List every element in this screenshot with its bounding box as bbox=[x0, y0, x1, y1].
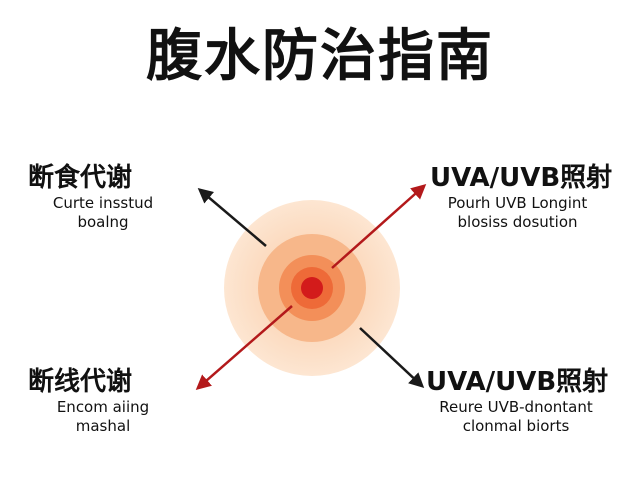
label-top-right-desc-2: blosiss dosution bbox=[457, 213, 578, 231]
label-top-left-desc-2: boalng bbox=[77, 213, 129, 231]
label-bottom-right-heading: UVA/UVB照射 bbox=[426, 367, 609, 397]
label-bottom-right-desc-2: clonmal biorts bbox=[462, 417, 570, 435]
label-bottom-left-heading: 断线代谢 bbox=[28, 367, 133, 397]
arrow-bottom-right bbox=[359, 327, 425, 389]
label-bottom-left-desc-1: Encom aiing bbox=[56, 398, 150, 416]
page-title: 腹水防治指南 bbox=[146, 24, 494, 89]
center-dot bbox=[301, 277, 323, 299]
label-bottom-right-desc-1: Reure UVB-dnontant bbox=[439, 398, 593, 416]
label-top-right-heading: UVA/UVB照射 bbox=[430, 163, 613, 193]
label-top-left-desc-1: Curte insstud bbox=[52, 194, 154, 212]
label-bottom-right: UVA/UVB照射 Reure UVB-dnontant clonmal bio… bbox=[426, 366, 630, 436]
arrow-top-right bbox=[331, 184, 427, 269]
arrow-top-left bbox=[197, 188, 267, 247]
label-top-right-desc-1: Pourh UVB Longint bbox=[447, 194, 588, 212]
label-bottom-left-desc-2: mashal bbox=[75, 417, 131, 435]
label-top-right: UVA/UVB照射 Pourh UVB Longint blosiss dosu… bbox=[430, 162, 630, 232]
label-top-left-heading: 断食代谢 bbox=[28, 163, 133, 193]
label-top-left: 断食代谢 Curte insstud boalng bbox=[28, 162, 198, 232]
arrow-bottom-left bbox=[195, 305, 293, 390]
label-bottom-left: 断线代谢 Encom aiing mashal bbox=[28, 366, 198, 436]
